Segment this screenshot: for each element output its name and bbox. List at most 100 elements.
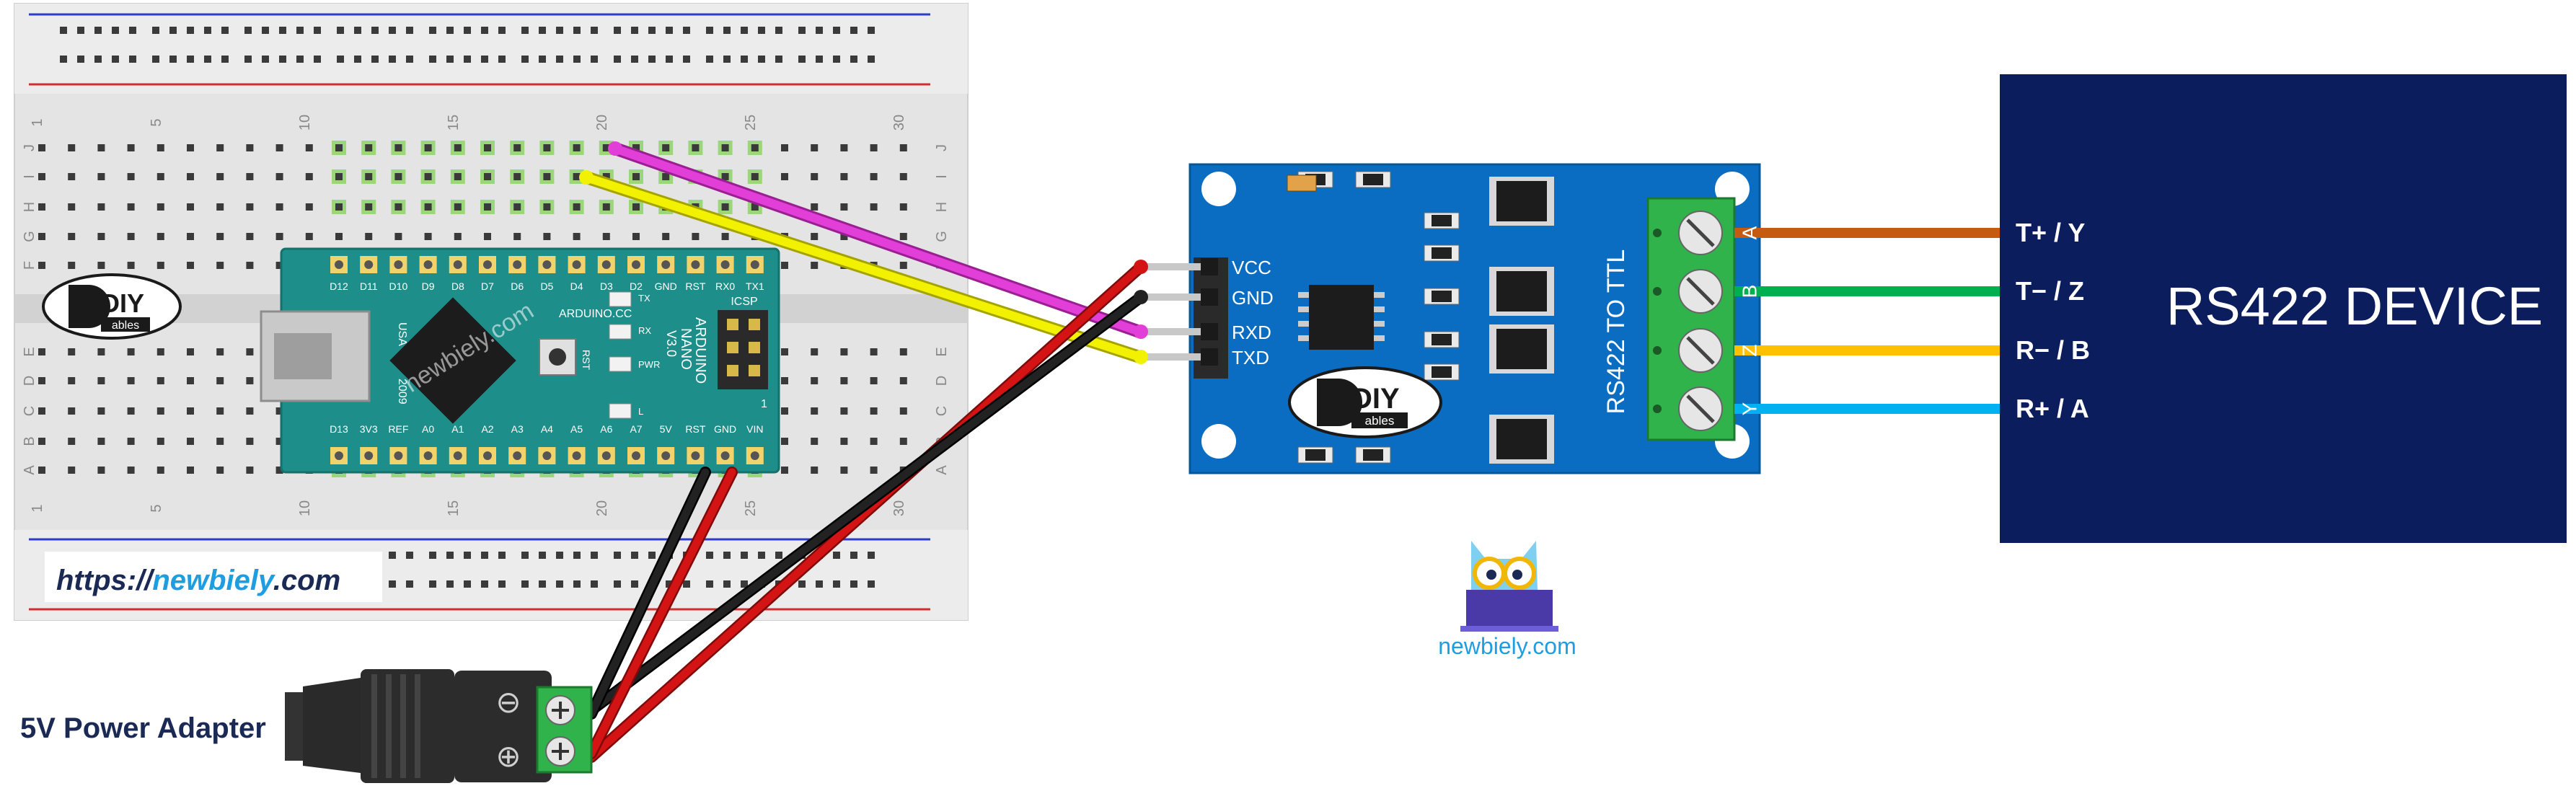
breadboard-hole[interactable] <box>543 233 551 240</box>
breadboard-hole[interactable] <box>156 144 164 151</box>
breadboard-hole[interactable] <box>781 377 788 384</box>
rail-hole[interactable] <box>798 56 806 63</box>
breadboard-hole[interactable] <box>305 203 313 211</box>
rail-hole[interactable] <box>614 580 621 588</box>
breadboard-hole[interactable] <box>68 203 76 211</box>
breadboard-hole[interactable] <box>38 467 45 474</box>
breadboard-hole[interactable] <box>840 233 848 240</box>
rail-hole[interactable] <box>631 552 638 559</box>
breadboard-hole[interactable] <box>543 203 551 211</box>
breadboard-hole[interactable] <box>97 348 105 355</box>
rail-hole[interactable] <box>262 56 269 63</box>
rail-hole[interactable] <box>429 27 436 34</box>
rail-hole[interactable] <box>833 552 840 559</box>
breadboard-hole[interactable] <box>751 203 759 211</box>
breadboard-hole[interactable] <box>811 438 819 445</box>
breadboard-hole[interactable] <box>781 144 788 151</box>
breadboard-hole[interactable] <box>68 467 76 474</box>
breadboard-hole[interactable] <box>602 144 610 151</box>
breadboard-hole[interactable] <box>97 173 105 180</box>
breadboard-hole[interactable] <box>484 203 491 211</box>
breadboard-hole[interactable] <box>68 262 76 269</box>
breadboard-hole[interactable] <box>751 144 759 151</box>
rail-hole[interactable] <box>498 27 506 34</box>
module-header-pin[interactable] <box>1147 293 1201 301</box>
rail-hole[interactable] <box>60 56 67 63</box>
rail-hole[interactable] <box>614 56 621 63</box>
rail-hole[interactable] <box>648 27 656 34</box>
rail-hole[interactable] <box>406 27 413 34</box>
rail-hole[interactable] <box>850 27 857 34</box>
breadboard-hole[interactable] <box>632 203 640 211</box>
rail-hole[interactable] <box>573 580 581 588</box>
breadboard-hole[interactable] <box>127 262 135 269</box>
breadboard-hole[interactable] <box>573 203 581 211</box>
rail-hole[interactable] <box>389 552 396 559</box>
rail-hole[interactable] <box>314 56 321 63</box>
rail-hole[interactable] <box>60 27 67 34</box>
breadboard-hole[interactable] <box>68 438 76 445</box>
rail-hole[interactable] <box>429 580 436 588</box>
rail-hole[interactable] <box>429 56 436 63</box>
icsp-pin[interactable] <box>749 342 760 353</box>
breadboard-hole[interactable] <box>424 144 432 151</box>
breadboard-hole[interactable] <box>811 173 819 180</box>
breadboard-hole[interactable] <box>394 173 402 180</box>
rail-hole[interactable] <box>112 56 119 63</box>
rail-hole[interactable] <box>498 552 506 559</box>
breadboard-hole[interactable] <box>187 262 194 269</box>
breadboard-hole[interactable] <box>811 467 819 474</box>
breadboard-hole[interactable] <box>543 144 551 151</box>
rail-hole[interactable] <box>816 580 823 588</box>
rail-hole[interactable] <box>573 56 581 63</box>
rail-hole[interactable] <box>816 27 823 34</box>
breadboard-hole[interactable] <box>721 203 729 211</box>
module-header-pin[interactable] <box>1147 263 1201 270</box>
icsp-pin[interactable] <box>749 365 760 376</box>
rail-hole[interactable] <box>556 27 563 34</box>
rail-hole[interactable] <box>798 27 806 34</box>
breadboard-hole[interactable] <box>38 438 45 445</box>
breadboard-hole[interactable] <box>97 467 105 474</box>
breadboard-hole[interactable] <box>38 144 45 151</box>
rail-hole[interactable] <box>498 580 506 588</box>
breadboard-hole[interactable] <box>573 144 581 151</box>
rail-hole[interactable] <box>481 27 488 34</box>
breadboard-hole[interactable] <box>246 144 254 151</box>
breadboard-hole[interactable] <box>394 144 402 151</box>
rail-hole[interactable] <box>539 27 546 34</box>
breadboard-hole[interactable] <box>97 233 105 240</box>
rail-hole[interactable] <box>556 552 563 559</box>
rail-hole[interactable] <box>464 552 471 559</box>
rail-hole[interactable] <box>833 580 840 588</box>
breadboard-hole[interactable] <box>68 233 76 240</box>
rail-hole[interactable] <box>521 56 529 63</box>
breadboard-hole[interactable] <box>513 144 521 151</box>
breadboard-hole[interactable] <box>156 467 164 474</box>
breadboard-hole[interactable] <box>97 262 105 269</box>
breadboard-hole[interactable] <box>602 233 610 240</box>
breadboard-hole[interactable] <box>275 438 283 445</box>
rail-hole[interactable] <box>591 56 598 63</box>
rail-hole[interactable] <box>683 580 690 588</box>
breadboard-hole[interactable] <box>68 173 76 180</box>
breadboard-hole[interactable] <box>246 467 254 474</box>
breadboard-hole[interactable] <box>275 233 283 240</box>
icsp-pin[interactable] <box>727 342 738 353</box>
breadboard-hole[interactable] <box>97 377 105 384</box>
rail-hole[interactable] <box>539 56 546 63</box>
rail-hole[interactable] <box>666 27 673 34</box>
breadboard-hole[interactable] <box>870 407 878 415</box>
breadboard-hole[interactable] <box>187 377 194 384</box>
rail-hole[interactable] <box>741 552 748 559</box>
rail-hole[interactable] <box>464 27 471 34</box>
breadboard-hole[interactable] <box>692 233 700 240</box>
breadboard-hole[interactable] <box>870 467 878 474</box>
breadboard-hole[interactable] <box>840 377 848 384</box>
rail-hole[interactable] <box>706 56 713 63</box>
breadboard-hole[interactable] <box>246 233 254 240</box>
breadboard-hole[interactable] <box>781 173 788 180</box>
rail-hole[interactable] <box>244 27 252 34</box>
breadboard-hole[interactable] <box>127 233 135 240</box>
breadboard-hole[interactable] <box>424 173 432 180</box>
